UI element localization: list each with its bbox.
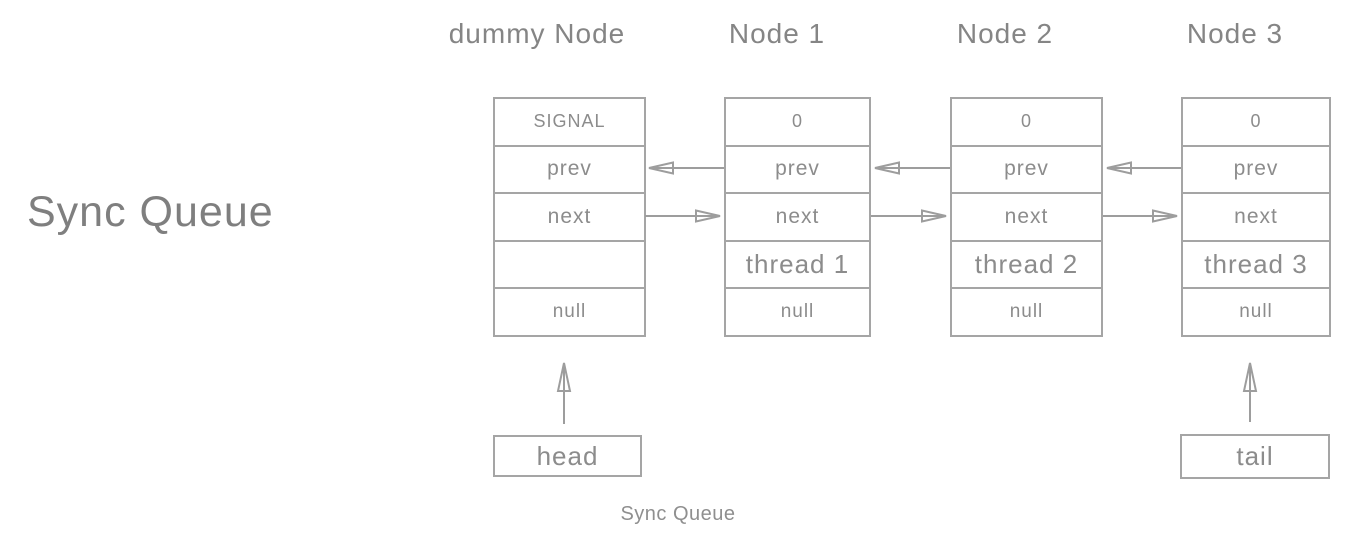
- next-arrow-node2-to-node3: [1103, 209, 1178, 223]
- dummy-next-cell: next: [495, 194, 644, 242]
- node1-null-cell: null: [780, 301, 815, 323]
- node1-prev-cell: prev: [726, 147, 869, 195]
- prev-arrow-node3-to-node2: [1106, 161, 1181, 175]
- node1-waitstatus-cell: 0: [726, 99, 869, 147]
- dummy-waitstatus-cell: SIGNAL: [495, 99, 644, 147]
- node3-next-cell: next: [1183, 194, 1329, 242]
- diagram-caption: Sync Queue: [620, 503, 736, 525]
- node-box-2: 0 prev next thread 2 null: [950, 97, 1103, 337]
- node-title-dummy: dummy Node: [448, 18, 626, 49]
- diagram-title: Sync Queue: [27, 188, 274, 236]
- node3-null-cell: null: [1239, 301, 1273, 323]
- node-title-3: Node 3: [1186, 18, 1284, 49]
- prev-arrow-node2-to-node1: [874, 161, 950, 175]
- prev-arrow-node1-to-dummy: [648, 161, 724, 175]
- node-box-3: 0 prev next thread 3 null: [1181, 97, 1331, 337]
- next-arrow-dummy-to-node1: [645, 209, 721, 223]
- node3-thread-cell: thread 3: [1183, 242, 1329, 290]
- dummy-thread-cell: [495, 242, 644, 290]
- dummy-prev-cell: prev: [495, 147, 644, 195]
- node-box-dummy: SIGNAL prev next null: [493, 97, 646, 337]
- tail-up-arrow: [1242, 362, 1258, 422]
- node1-thread-cell: thread 1: [726, 242, 869, 290]
- node1-next-cell: next: [726, 194, 869, 242]
- node2-next-cell: next: [952, 194, 1101, 242]
- node-box-1: 0 prev next thread 1 null: [724, 97, 871, 337]
- node3-waitstatus-cell: 0: [1183, 99, 1329, 147]
- node-title-1: Node 1: [728, 18, 826, 49]
- head-up-arrow: [556, 362, 572, 424]
- node3-prev-cell: prev: [1183, 147, 1329, 195]
- tail-label: tail: [1236, 441, 1274, 471]
- head-label: head: [536, 440, 599, 471]
- node2-null-cell: null: [1009, 301, 1044, 323]
- dummy-null-cell: null: [552, 301, 587, 323]
- node2-prev-cell: prev: [952, 147, 1101, 195]
- node2-waitstatus-cell: 0: [952, 99, 1101, 147]
- next-arrow-node1-to-node2: [871, 209, 947, 223]
- head-pointer-box: head: [493, 435, 642, 477]
- node2-thread-cell: thread 2: [952, 242, 1101, 290]
- tail-pointer-box: tail: [1180, 434, 1330, 479]
- node-title-2: Node 2: [956, 18, 1054, 49]
